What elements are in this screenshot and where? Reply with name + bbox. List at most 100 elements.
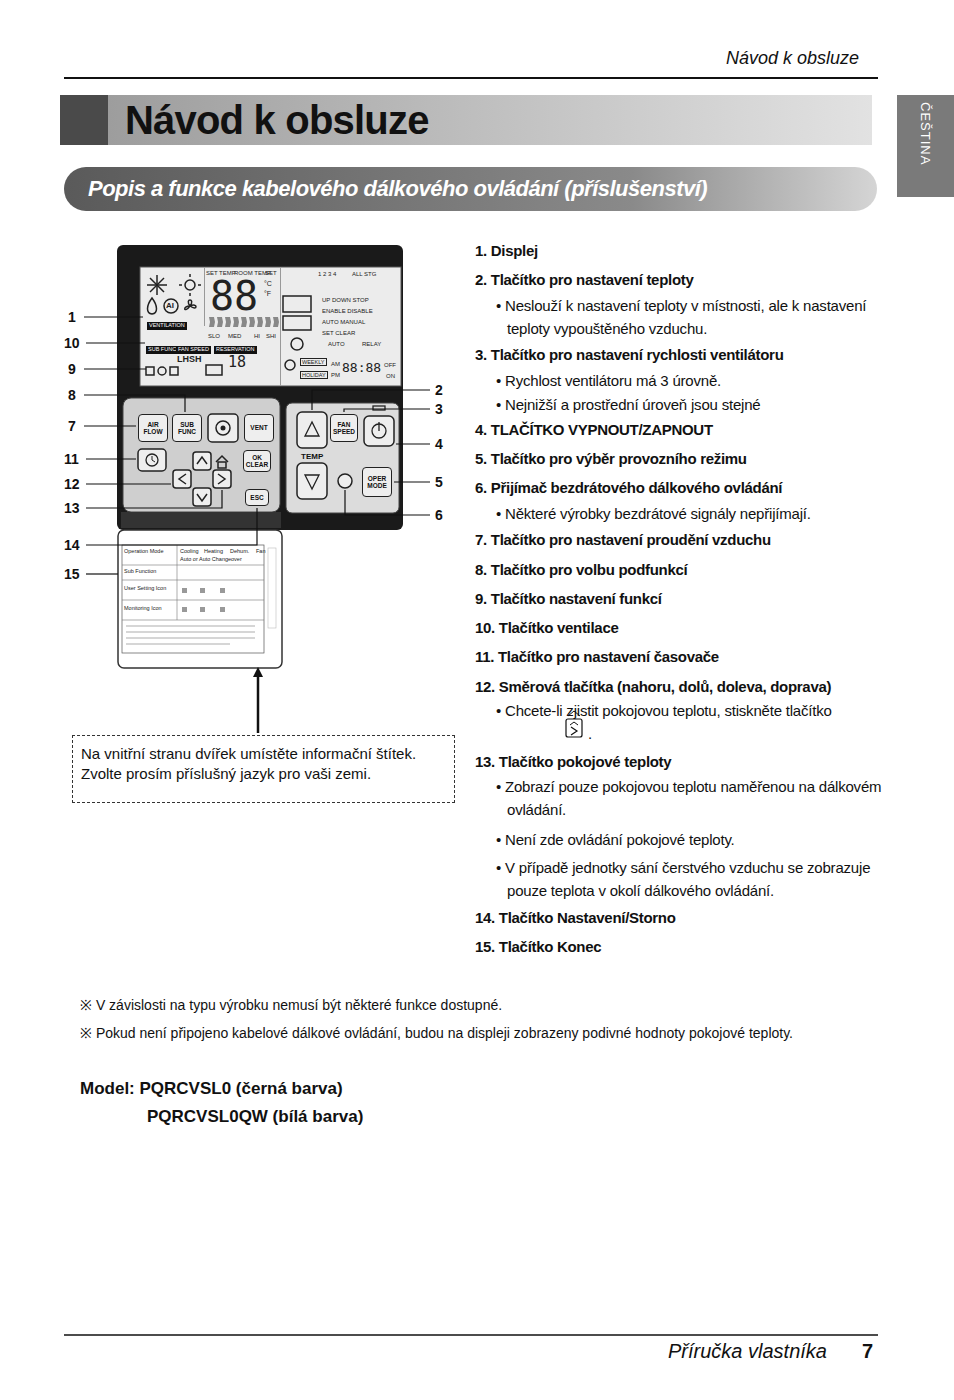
title-band: Návod k obsluze [60, 95, 872, 145]
callout-number: 12 [64, 476, 80, 493]
callout-number: 9 [68, 361, 76, 378]
list-bullet: • Nejnižší a prostřední úroveň jsou stej… [496, 393, 882, 416]
list-heading: 1. Displej [475, 242, 538, 260]
display-text: VENTILATION [147, 322, 187, 330]
list-heading: 4. TLAČÍTKO VYPNOUT/ZAPNOUT [475, 421, 713, 439]
callout-number: 13 [64, 500, 80, 517]
display-digits: 18 [228, 355, 246, 370]
list-bullet: • Chcete-li zjistit pokojovou teplotu, s… [496, 699, 882, 722]
list-bullet: • Neslouží k nastavení teploty v místnos… [496, 294, 882, 340]
callout-number: 1 [68, 309, 76, 326]
page-number: 7 [862, 1339, 873, 1363]
list-heading: 14. Tlačítko Nastavení/Storno [475, 909, 676, 927]
list-bullet: • Některé výrobky bezdrátové signály nep… [496, 502, 882, 525]
display-text: FAN SPEED [176, 346, 211, 354]
callout-number: 5 [435, 474, 443, 491]
card-text: Monitoring Icon [124, 606, 162, 612]
callout-number: 11 [64, 451, 79, 468]
footer-text: Příručka vlastníka [668, 1339, 827, 1363]
list-heading: 9. Tlačítko nastavení funkcí [475, 590, 662, 608]
display-text: HOLIDAY [300, 371, 328, 379]
callout-number: 15 [64, 566, 80, 583]
model-name: PQRCVSL0QW (bílá barva) [147, 1107, 363, 1127]
display-text: RELAY [362, 341, 381, 347]
node-text: Na vnitřní stranu dvířek umístěte inform… [81, 744, 446, 784]
list-heading: 13. Tlačítko pokojové teploty [475, 753, 671, 771]
display-text: HI [254, 333, 260, 339]
list-bullet: • Není zde ovládání pokojové teploty. [496, 828, 882, 851]
button: AIR FLOW [138, 414, 168, 442]
callout-number: 4 [435, 436, 443, 453]
callout-number: 2 [435, 382, 443, 399]
language-tab-text: ČEŠTINA [917, 102, 933, 165]
node-text: Popis a funkce kabelového dálkového ovlá… [88, 176, 707, 202]
footnote: ※ V závislosti na typu výrobku nemusí bý… [80, 997, 502, 1014]
list-heading: 12. Směrová tlačítka (nahoru, dolů, dole… [475, 678, 831, 696]
card-text: Dehum. [230, 549, 249, 555]
running-header: Návod k obsluze [726, 48, 859, 70]
list-heading: 10. Tlačítko ventilace [475, 619, 618, 637]
footnote: ※ Pokud není připojeno kabelové dálkové … [80, 1025, 793, 1042]
display-text: UP DOWN STOP [322, 297, 369, 303]
display-text: °C [264, 280, 272, 287]
card-text: Fan [256, 549, 265, 555]
display-text: AUTO MANUAL [322, 319, 365, 325]
list-bullet: • V případě jednotky sání čerstvého vzdu… [496, 856, 882, 902]
pointer-arrow [257, 672, 260, 733]
button: SUB FUNC [172, 414, 202, 442]
display-text: ENABLE DISABLE [322, 308, 373, 314]
list-heading: 2. Tlačítko pro nastavení teploty [475, 271, 694, 289]
callout-number: 14 [64, 537, 80, 554]
display-text: °F [264, 290, 271, 297]
display-text: RESERVATION [214, 346, 257, 354]
list-heading: 8. Tlačítko pro volbu podfunkcí [475, 561, 687, 579]
button-label: TEMP [301, 452, 323, 462]
card-text: Auto or Auto Changeover [180, 557, 242, 563]
display-text: ALL STG [352, 271, 376, 277]
button: OPER MODE [362, 467, 392, 497]
node-text: Návod k obsluze [125, 98, 429, 143]
display-text: AM [331, 361, 340, 367]
display-digits: 88 [210, 276, 258, 316]
list-bullet: • Zobrazí pouze pokojovou teplotu naměře… [496, 775, 882, 821]
card-text: Sub Function [124, 569, 156, 575]
display-digits: 88:88 [342, 361, 381, 374]
list-bullet: • Rychlost ventilátoru má 3 úrovně. [496, 369, 882, 392]
button: OK CLEAR [243, 450, 271, 472]
list-heading: 6. Přijímač bezdrátového dálkového ovlád… [475, 479, 782, 497]
header-rule [64, 77, 878, 79]
leader-lines [84, 317, 430, 574]
node-text: VENT [250, 424, 267, 431]
display-text: MED [228, 333, 241, 339]
display-text: AI [166, 302, 174, 310]
display-text: SLO [208, 333, 220, 339]
button: ESC [245, 489, 269, 506]
note-box: Na vnitřní stranu dvířek umístěte inform… [72, 735, 455, 803]
card-text: Cooling [180, 549, 199, 555]
card-text: Heating [204, 549, 223, 555]
callout-number: 10 [64, 335, 80, 352]
node-text: FAN SPEED [331, 421, 357, 435]
display-text: PM [331, 372, 340, 378]
info-card [118, 530, 282, 668]
display-text: LHSH [177, 355, 202, 364]
display-text: ON [386, 373, 395, 379]
display-text: SET [265, 270, 277, 276]
display-text: SET CLEAR [322, 330, 355, 336]
button: FAN SPEED [330, 414, 358, 442]
list-heading: 15. Tlačítko Konec [475, 938, 601, 956]
callout-number: 3 [435, 401, 443, 418]
callout-number: 8 [68, 387, 76, 404]
list-heading: 11. Tlačítko pro nastavení časovače [475, 648, 719, 666]
list-heading: 7. Tlačítko pro nastavení proudění vzduc… [475, 531, 771, 549]
list-text: . [588, 722, 592, 745]
card-text: Operation Mode [124, 549, 163, 555]
card-text: User Setting Icon [124, 586, 166, 592]
model-name: Model: PQRCVSL0 (černá barva) [80, 1079, 343, 1099]
node-text: SUB FUNC [173, 421, 201, 435]
display-text: 1 2 3 4 [318, 271, 336, 277]
display-text: OFF [384, 362, 396, 368]
display-text: AUTO [328, 341, 345, 347]
footer-rule [64, 1334, 878, 1336]
